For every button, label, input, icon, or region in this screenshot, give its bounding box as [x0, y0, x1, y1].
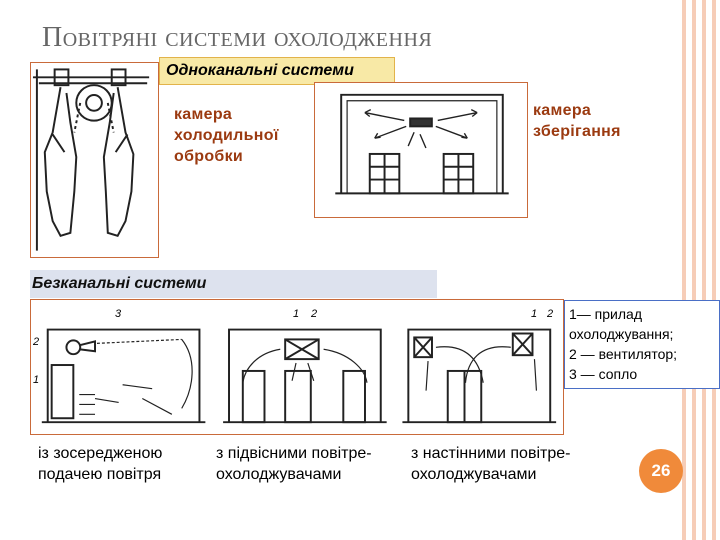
storage-chamber-drawing	[335, 93, 509, 195]
stripe	[682, 0, 686, 540]
storage-chamber-figure	[314, 82, 528, 218]
carcass-chamber-figure	[30, 62, 159, 258]
channelless-systems-figure: 3 2 1 1 2 1 2	[30, 299, 564, 435]
stripe	[692, 0, 696, 540]
stripe	[702, 0, 706, 540]
label-number-1: 1	[531, 308, 538, 320]
caption-line: з підвісними повітре-	[216, 445, 372, 462]
caption-line: охолоджувачами	[216, 466, 342, 483]
channelless-systems-heading: Безканальні системи	[30, 270, 437, 298]
label-number-2: 2	[311, 308, 318, 320]
caption-line: охолоджувачами	[411, 466, 537, 483]
cold-processing-chamber-label: камера холодильної обробки	[174, 104, 279, 167]
carcass-chamber-drawing	[32, 68, 150, 251]
label-line: холодильної	[174, 127, 279, 144]
caption-line: подачею повітря	[38, 466, 162, 483]
label-line: камера	[174, 106, 233, 123]
channelless-systems-drawing	[41, 328, 557, 424]
caption-suspended-coolers: з підвісними повітре- охолоджувачами	[216, 443, 372, 485]
legend-box: 1— прилад охолоджування; 2 — вентилятор;…	[564, 300, 720, 389]
legend-line: 2 — вентилятор;	[569, 346, 678, 362]
storage-chamber-label: камера зберігання	[533, 100, 621, 142]
caption-concentrated-supply: із зосередженою подачею повітря	[38, 443, 162, 485]
decorative-stripes	[680, 0, 720, 540]
label-line: зберігання	[533, 123, 621, 140]
label-line: камера	[533, 102, 592, 119]
label-number-1: 1	[293, 308, 300, 320]
label-number-1: 1	[33, 374, 40, 386]
single-channel-systems-badge: Одноканальні системи	[159, 57, 395, 85]
label-line: обробки	[174, 148, 244, 165]
caption-wall-coolers: з настінними повітре- охолоджувачами	[411, 443, 570, 485]
label-number-3: 3	[115, 308, 122, 320]
page-number-badge: 26	[639, 449, 683, 493]
label-number-2: 2	[547, 308, 554, 320]
legend-line: охолоджування;	[569, 326, 674, 342]
stripe	[712, 0, 716, 540]
label-number-2: 2	[33, 336, 40, 348]
legend-line: 3 — сопло	[569, 366, 638, 382]
caption-line: із зосередженою	[38, 445, 163, 462]
caption-line: з настінними повітре-	[411, 445, 571, 462]
slide-title: Повітряні системи охолодження	[42, 22, 433, 53]
legend-line: 1— прилад	[569, 306, 642, 322]
